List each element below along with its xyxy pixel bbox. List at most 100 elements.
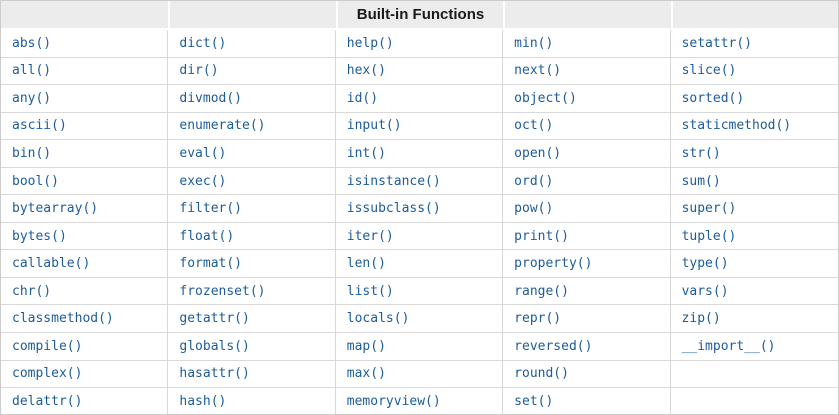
table-cell: min() <box>503 30 671 58</box>
function-link[interactable]: str() <box>681 145 721 161</box>
function-link[interactable]: hasattr() <box>179 366 250 382</box>
function-link[interactable]: reversed() <box>514 338 593 354</box>
function-link[interactable]: divmod() <box>179 90 243 106</box>
function-link[interactable]: format() <box>179 256 243 272</box>
function-link[interactable]: setattr() <box>681 35 753 51</box>
function-link[interactable]: getattr() <box>179 311 250 327</box>
function-link[interactable]: callable() <box>12 256 91 272</box>
function-link[interactable]: ord() <box>514 173 554 189</box>
function-link[interactable]: range() <box>514 283 569 299</box>
function-link[interactable]: zip() <box>681 311 721 327</box>
function-link[interactable]: open() <box>514 145 562 161</box>
function-link[interactable]: bytearray() <box>12 201 99 217</box>
table-cell: abs() <box>1 30 169 58</box>
function-link[interactable]: issubclass() <box>346 201 441 217</box>
function-link[interactable]: list() <box>346 283 394 299</box>
function-link[interactable]: id() <box>346 90 379 106</box>
table-cell: property() <box>503 250 671 278</box>
table-cell: chr() <box>1 277 169 306</box>
function-link[interactable]: staticmethod() <box>681 118 792 134</box>
function-link[interactable]: slice() <box>681 63 737 79</box>
function-link[interactable]: any() <box>12 90 52 106</box>
table-cell: bytes() <box>1 222 169 251</box>
table-cell: ascii() <box>1 112 169 141</box>
function-link[interactable]: globals() <box>179 338 250 354</box>
table-cell: all() <box>1 57 169 86</box>
function-link[interactable]: eval() <box>179 145 227 161</box>
table-cell: type() <box>670 250 838 278</box>
function-link[interactable]: dict() <box>179 35 227 51</box>
function-link[interactable]: type() <box>681 256 729 272</box>
function-link[interactable]: hex() <box>346 63 386 79</box>
function-link[interactable]: filter() <box>179 201 243 217</box>
function-link[interactable]: super() <box>681 201 737 217</box>
function-link[interactable]: int() <box>346 145 386 161</box>
function-link[interactable]: frozenset() <box>179 283 266 299</box>
function-link[interactable]: oct() <box>514 118 554 134</box>
function-link[interactable]: locals() <box>346 311 410 327</box>
function-link[interactable]: __import__() <box>681 338 776 354</box>
table-body: abs() dict() help() min() setattr() all() dir(… <box>1 30 838 414</box>
function-link[interactable]: iter() <box>346 228 394 244</box>
table-row: chr() frozenset() list() range() vars() <box>1 277 838 306</box>
table-cell: range() <box>503 277 671 306</box>
function-link[interactable]: isinstance() <box>346 173 441 189</box>
table-cell: sum() <box>670 167 838 196</box>
table-cell: id() <box>335 85 504 113</box>
function-link[interactable]: all() <box>12 63 52 79</box>
function-link[interactable]: ascii() <box>12 118 67 134</box>
function-link[interactable]: pow() <box>514 201 554 217</box>
function-link[interactable]: chr() <box>12 283 52 299</box>
function-link[interactable]: next() <box>514 63 562 79</box>
function-link[interactable]: set() <box>514 393 554 409</box>
function-link[interactable]: print() <box>514 228 569 244</box>
function-link[interactable]: help() <box>346 35 394 51</box>
function-link[interactable]: sum() <box>681 173 721 189</box>
function-link[interactable]: input() <box>346 118 402 134</box>
function-link[interactable]: len() <box>346 256 386 272</box>
table-cell: vars() <box>670 277 838 306</box>
table-cell: pow() <box>503 195 671 223</box>
table-cell: repr() <box>503 305 671 334</box>
table-cell: slice() <box>670 57 838 86</box>
table-cell: dir() <box>168 57 336 86</box>
function-link[interactable]: complex() <box>12 366 83 382</box>
table-cell: zip() <box>670 305 838 334</box>
function-link[interactable]: round() <box>514 366 569 382</box>
function-link[interactable]: exec() <box>179 173 227 189</box>
table-row: classmethod() getattr() locals() repr() zip(… <box>1 305 838 334</box>
function-link[interactable]: dir() <box>179 63 219 79</box>
function-link[interactable]: hash() <box>179 393 227 409</box>
function-link[interactable]: property() <box>514 256 593 272</box>
function-link[interactable]: classmethod() <box>12 311 114 327</box>
table-cell: super() <box>670 195 838 223</box>
function-link[interactable]: bool() <box>12 173 59 189</box>
function-link[interactable]: compile() <box>12 338 83 354</box>
function-link[interactable]: vars() <box>681 283 729 299</box>
table-cell: round() <box>503 360 671 389</box>
function-link[interactable]: sorted() <box>681 90 745 106</box>
table-row: abs() dict() help() min() setattr() <box>1 30 838 58</box>
function-link[interactable]: delattr() <box>12 393 83 409</box>
table-cell: iter() <box>335 222 504 251</box>
function-link[interactable]: bin() <box>12 145 52 161</box>
table-row: callable() format() len() property() type() <box>1 250 838 278</box>
function-link[interactable]: float() <box>179 228 235 244</box>
table-cell: input() <box>335 112 504 141</box>
function-link[interactable]: tuple() <box>681 228 737 244</box>
function-link[interactable]: object() <box>514 90 577 106</box>
function-link[interactable]: enumerate() <box>179 118 266 134</box>
function-link[interactable]: max() <box>346 366 386 382</box>
table-row: all() dir() hex() next() slice() <box>1 57 838 86</box>
table-cell: locals() <box>335 305 504 334</box>
table-cell: open() <box>503 140 671 168</box>
function-link[interactable]: bytes() <box>12 228 67 244</box>
function-link[interactable]: memoryview() <box>346 393 441 409</box>
function-link[interactable]: map() <box>346 338 386 354</box>
table-cell: reversed() <box>503 333 671 361</box>
table-cell: bin() <box>1 140 169 168</box>
function-link[interactable]: min() <box>514 35 554 51</box>
function-link[interactable]: repr() <box>514 311 562 327</box>
table-cell: __import__() <box>670 333 838 361</box>
function-link[interactable]: abs() <box>12 35 52 51</box>
